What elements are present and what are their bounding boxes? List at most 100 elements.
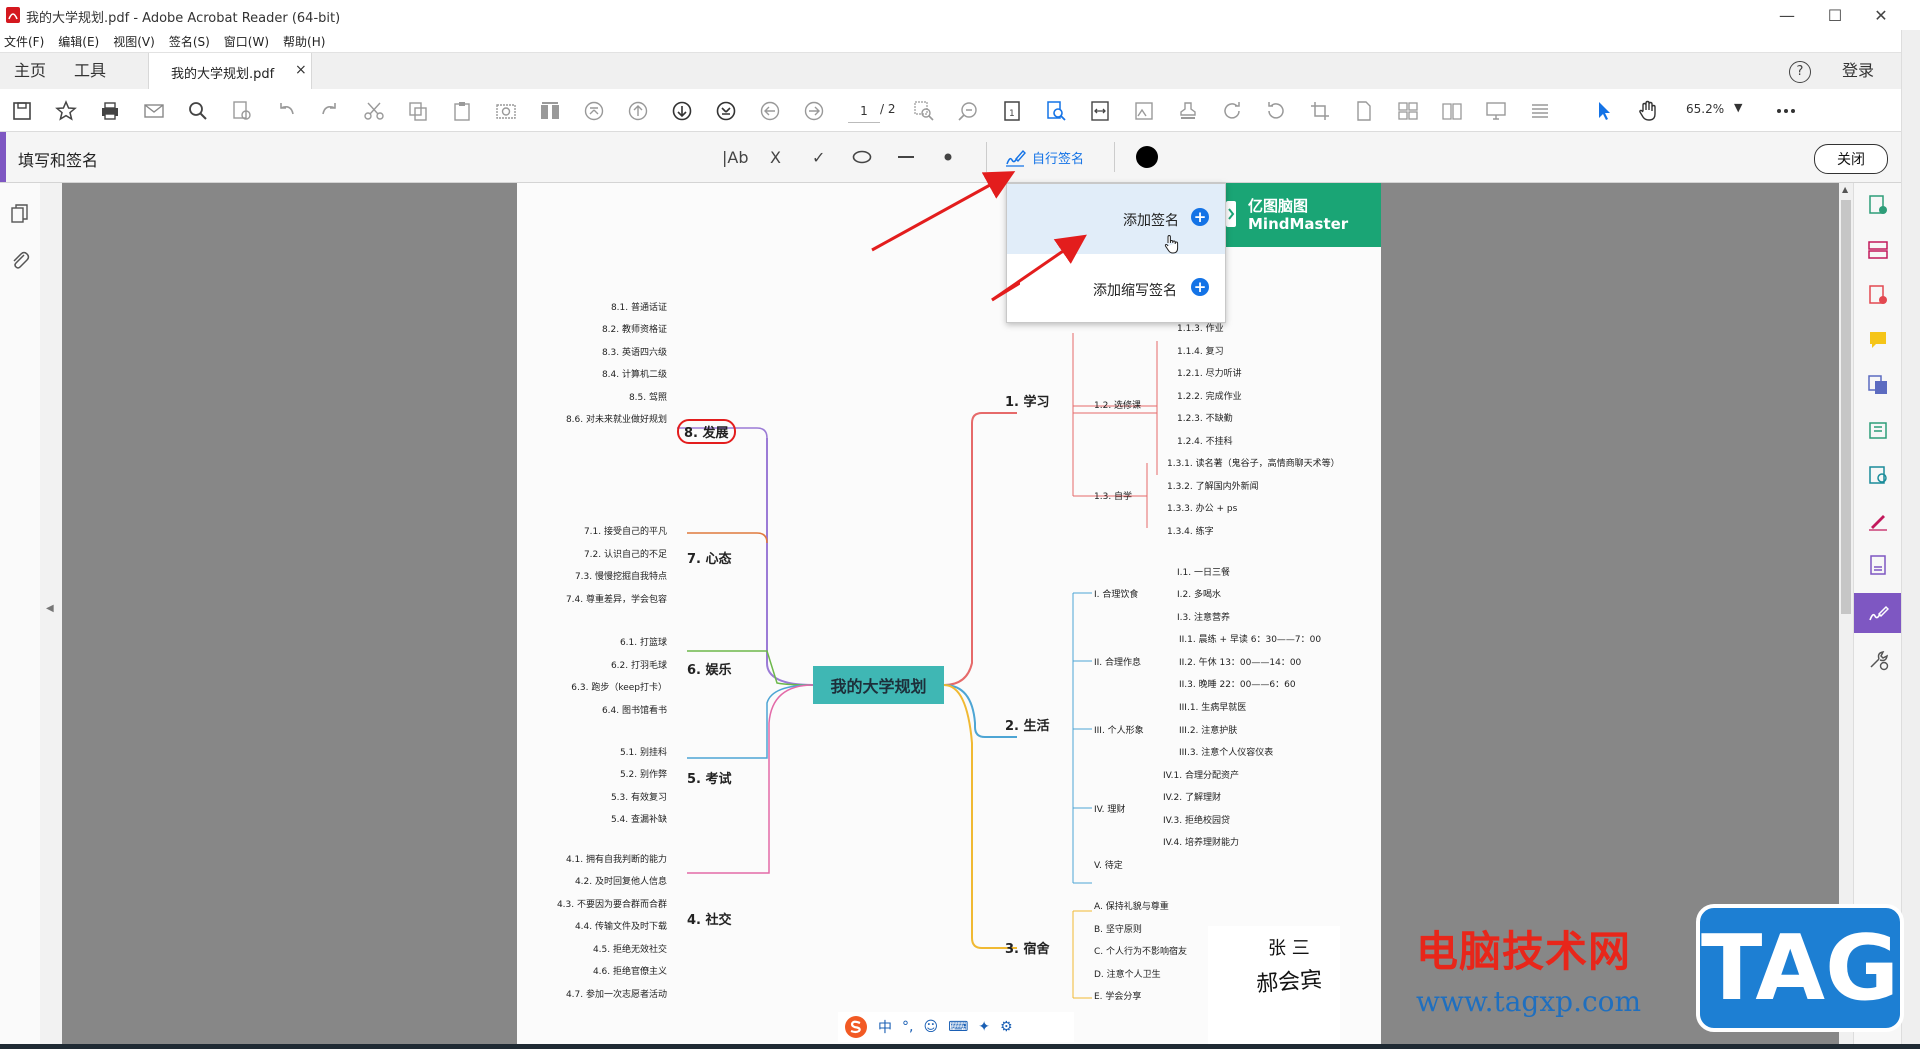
more-options-icon[interactable]	[1774, 99, 1798, 123]
cut-icon[interactable]	[362, 99, 386, 123]
login-button[interactable]: 登录	[1842, 61, 1875, 80]
fit-width-icon[interactable]	[1088, 99, 1112, 123]
create-pdf-icon[interactable]	[1866, 193, 1890, 217]
next-page-icon[interactable]	[670, 99, 694, 123]
fill-sign-tool-active[interactable]	[1854, 593, 1902, 633]
more-tools-icon[interactable]	[1866, 648, 1890, 672]
two-page-icon[interactable]	[1440, 99, 1464, 123]
menu-edit[interactable]: 编辑(E)	[58, 34, 100, 49]
single-page-icon[interactable]	[1352, 99, 1376, 123]
export-pdf-icon[interactable]	[1866, 283, 1890, 307]
ime-settings[interactable]: ⚙	[1000, 1019, 1013, 1035]
print-icon[interactable]	[98, 99, 122, 123]
crop-icon[interactable]	[1308, 99, 1332, 123]
page-thumbnails-icon[interactable]	[10, 203, 30, 225]
organize-pages-icon[interactable]	[1396, 99, 1420, 123]
self-sign-button[interactable]: 自行签名	[1004, 144, 1084, 170]
menu-help[interactable]: 帮助(H)	[283, 34, 326, 49]
menu-file[interactable]: 文件(F)	[4, 34, 45, 49]
save-icon[interactable]	[10, 99, 34, 123]
comment-icon[interactable]	[1866, 328, 1890, 352]
ellipse-tool-icon[interactable]	[852, 145, 872, 169]
page-number-input[interactable]	[848, 100, 880, 123]
left-pane-collapse[interactable]: ◀	[40, 183, 62, 1049]
collapse-arrow-icon[interactable]: ◀	[46, 603, 54, 614]
rotate-ccw-icon[interactable]	[1264, 99, 1288, 123]
snapshot-icon[interactable]	[494, 99, 518, 123]
window-title: 我的大学规划.pdf - Adobe Acrobat Reader (64-bi…	[26, 11, 341, 26]
branch-3: 3. 宿舍	[1005, 942, 1050, 957]
scrollbar-thumb[interactable]	[1841, 200, 1851, 614]
ime-punctuation[interactable]: °,	[902, 1019, 914, 1035]
add-signature-item[interactable]: 添加签名 +	[1007, 184, 1225, 254]
minimize-icon[interactable]: —	[1779, 5, 1795, 25]
self-study-item: 1.3.1. 读名著（鬼谷子，高情商聊天术等）	[1167, 459, 1340, 469]
back-icon[interactable]	[758, 99, 782, 123]
attachments-icon[interactable]	[10, 249, 30, 271]
cross-mark-tool[interactable]: X	[770, 147, 781, 167]
protect-icon[interactable]	[1866, 463, 1890, 487]
menu-window[interactable]: 窗口(W)	[223, 34, 270, 49]
branch-5-item: 5.2. 别作弊	[619, 770, 667, 780]
image-text-icon[interactable]	[1132, 99, 1156, 123]
tab-document[interactable]: 我的大学规划.pdf ×	[148, 53, 312, 90]
menu-view[interactable]: 视图(V)	[113, 34, 155, 49]
zoom-out-icon[interactable]	[956, 99, 980, 123]
fill-form-icon[interactable]	[1866, 553, 1890, 577]
rotate-cw-icon[interactable]	[1220, 99, 1244, 123]
edit-pdf-icon[interactable]	[1866, 508, 1890, 532]
ime-keyboard[interactable]: ⌨	[948, 1019, 969, 1035]
add-text-tool[interactable]: |Ab	[722, 147, 749, 167]
ink-color-swatch[interactable]	[1136, 146, 1158, 168]
forward-icon[interactable]	[802, 99, 826, 123]
copy-icon[interactable]	[406, 99, 430, 123]
zoom-dropdown-icon[interactable]: ▼	[1734, 101, 1743, 114]
search-icon[interactable]	[186, 99, 210, 123]
compare-icon[interactable]	[538, 99, 562, 123]
redo-icon[interactable]	[318, 99, 342, 123]
bookmark-star-icon[interactable]	[54, 99, 78, 123]
close-icon[interactable]: ✕	[1874, 5, 1888, 25]
maximize-icon[interactable]: ☐	[1827, 5, 1843, 25]
sogou-ime-icon[interactable]	[844, 1015, 868, 1039]
compress-icon[interactable]	[1866, 418, 1890, 442]
read-aloud-icon[interactable]	[230, 99, 254, 123]
marquee-zoom-icon[interactable]	[912, 99, 936, 123]
document-tab-close-icon[interactable]: ×	[295, 62, 307, 78]
close-fill-sign-button[interactable]: 关闭	[1814, 144, 1888, 174]
combine-icon[interactable]	[1866, 373, 1890, 397]
tab-tools[interactable]: 工具	[74, 61, 107, 80]
ime-chinese-mode[interactable]: 中	[878, 1020, 892, 1036]
page-1-icon[interactable]: 1	[1000, 99, 1024, 123]
stamp-icon[interactable]	[1176, 99, 1200, 123]
present-icon[interactable]	[1484, 99, 1508, 123]
zoom-level[interactable]: 65.2%	[1686, 102, 1725, 116]
previous-page-icon[interactable]	[626, 99, 650, 123]
watermark-site-cn: 电脑技术网	[1416, 927, 1632, 976]
select-cursor-icon[interactable]	[1592, 99, 1616, 123]
email-icon[interactable]	[142, 99, 166, 123]
branch-8-item: 8.5. 驾照	[628, 393, 667, 403]
scroll-mode-icon[interactable]	[1528, 99, 1552, 123]
ime-emoji[interactable]: ☺	[923, 1019, 939, 1035]
tab-home[interactable]: 主页	[14, 61, 47, 80]
line-tool-icon[interactable]	[896, 145, 916, 169]
find-page-icon[interactable]	[1044, 99, 1068, 123]
scroll-up-icon[interactable]: ▲	[1842, 185, 1849, 194]
hand-tool-icon[interactable]	[1636, 99, 1660, 123]
organize-icon[interactable]	[1866, 238, 1890, 262]
check-mark-tool[interactable]: ✓	[812, 147, 826, 167]
pending: V. 待定	[1094, 861, 1123, 871]
last-page-icon[interactable]	[714, 99, 738, 123]
dot-tool-icon[interactable]	[942, 145, 954, 169]
paste-icon[interactable]	[450, 99, 474, 123]
outer-scrollbar[interactable]	[1901, 30, 1920, 1049]
first-page-icon[interactable]	[582, 99, 606, 123]
finance: IV. 理财	[1094, 805, 1126, 815]
fill-sign-toolbar: 填写和签名 |Ab X ✓ 自行签名 关闭	[0, 132, 1920, 183]
dorm-item: D. 注意个人卫生	[1094, 970, 1161, 980]
menu-sign[interactable]: 签名(S)	[168, 34, 210, 49]
help-icon[interactable]: ?	[1789, 61, 1811, 83]
ime-skin[interactable]: ✦	[978, 1019, 991, 1035]
undo-icon[interactable]	[274, 99, 298, 123]
